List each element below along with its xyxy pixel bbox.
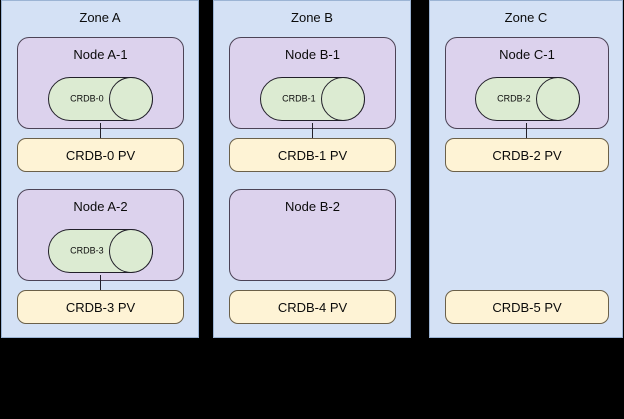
zone-title: Zone C [504,10,548,25]
node-box-node-b-1[interactable]: Node B-1 CRDB-1 [229,37,396,129]
node-pv-connector [526,123,527,139]
node-box-node-b-2[interactable]: Node B-2 [229,189,396,281]
database-cylinder-crdb-2[interactable]: CRDB-2 [475,77,580,121]
pv-label: CRDB-2 PV [492,147,562,163]
node-title: Node B-1 [285,47,340,62]
zone-panel-zone-a[interactable]: Zone A Node A-1 CRDB-0 CRDB-0 PV Node A-… [1,0,199,338]
database-cylinder-crdb-3[interactable]: CRDB-3 [48,229,153,273]
pv-box-crdb-2-pv[interactable]: CRDB-2 PV [445,138,609,172]
node-pv-connector [100,123,101,139]
node-box-node-c-1[interactable]: Node C-1 CRDB-2 [445,37,609,129]
node-pv-connector [100,275,101,291]
pv-label: CRDB-0 PV [65,147,136,163]
node-box-node-a-1[interactable]: Node A-1 CRDB-0 [17,37,184,129]
node-title: Node B-2 [285,199,340,214]
pv-box-crdb-1-pv[interactable]: CRDB-1 PV [229,138,396,172]
pv-box-crdb-4-pv[interactable]: CRDB-4 PV [229,290,396,324]
node-title: Node A-1 [73,47,128,62]
node-title: Node C-1 [499,47,555,62]
pv-label: CRDB-1 PV [277,147,348,163]
pv-box-crdb-0-pv[interactable]: CRDB-0 PV [17,138,184,172]
database-cylinder-crdb-0[interactable]: CRDB-0 [48,77,153,121]
node-box-node-a-2[interactable]: Node A-2 CRDB-3 [17,189,184,281]
zone-title: Zone A [79,10,121,25]
node-title: Node A-2 [73,199,128,214]
zone-title: Zone B [291,10,333,25]
zone-panel-zone-b[interactable]: Zone B Node B-1 CRDB-1 CRDB-1 PV Node B-… [213,0,411,338]
pv-label: CRDB-5 PV [492,299,562,315]
pv-label: CRDB-3 PV [65,299,136,315]
zone-panel-zone-c[interactable]: Zone C Node C-1 CRDB-2 CRDB-2 PV CRDB-5 … [429,0,623,338]
pv-label: CRDB-4 PV [277,299,348,315]
database-cylinder-crdb-1[interactable]: CRDB-1 [260,77,365,121]
pv-box-crdb-5-pv[interactable]: CRDB-5 PV [445,290,609,324]
node-pv-connector [312,123,313,139]
pv-box-crdb-3-pv[interactable]: CRDB-3 PV [17,290,184,324]
